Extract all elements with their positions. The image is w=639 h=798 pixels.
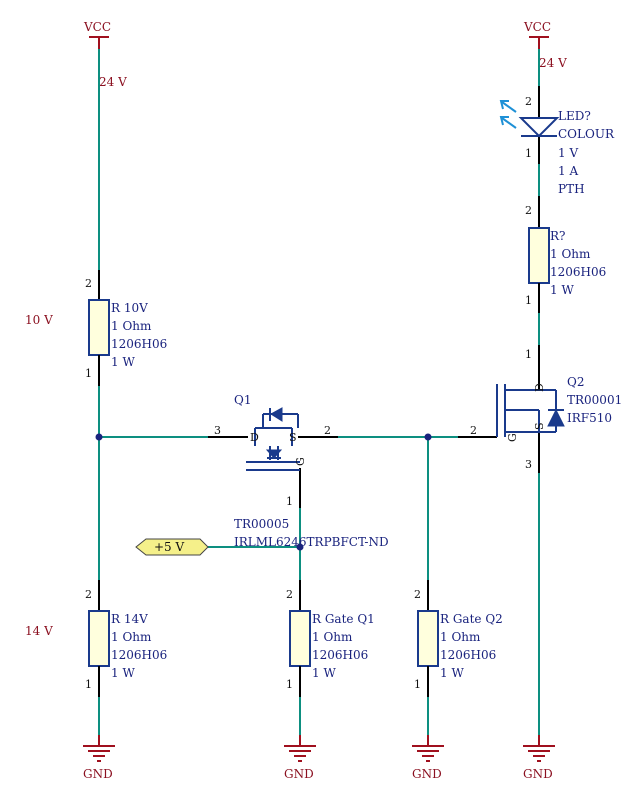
mosfet-q2[interactable]: D S G 1 2 3 Q2 TR00001 IRF510 [458, 345, 622, 473]
rq-power: 1 W [550, 283, 574, 297]
vcc-left-voltage: 24 V [99, 75, 127, 89]
resistor-r-unassigned[interactable]: 2 1 R? 1 Ohm 1206H06 1 W [525, 196, 606, 313]
q1-pin-g-label: G [294, 457, 307, 466]
q1-part-id: TR00005 [234, 517, 289, 531]
led-pin-1: 1 [525, 147, 532, 160]
r14v-pin-2: 2 [85, 588, 92, 601]
resistor-r14v[interactable]: 2 1 R 14V 1 Ohm 1206H06 1 W [85, 580, 167, 697]
vcc-right-label: VCC [523, 20, 551, 34]
q1-pin-3: 3 [214, 424, 221, 437]
rgq2-value: 1 Ohm [440, 630, 481, 644]
q2-designator: Q2 [567, 375, 584, 389]
r14v-designator: R 14V [111, 612, 148, 626]
led-designator: LED? [558, 109, 591, 123]
led-color: COLOUR [558, 127, 615, 141]
r10v-pin-2: 2 [85, 277, 92, 290]
gnd-symbol-2: GND [284, 735, 316, 781]
rgq2-power: 1 W [440, 666, 464, 680]
rgq1-designator: R Gate Q1 [312, 612, 375, 626]
gnd2-label: GND [284, 767, 314, 781]
wires [98, 49, 540, 735]
rgq1-footprint: 1206H06 [312, 648, 368, 662]
q2-pin-1: 1 [525, 348, 532, 361]
junction-gate [296, 543, 304, 551]
r14v-pin-1: 1 [85, 678, 92, 691]
rq-pin-2: 2 [525, 204, 532, 217]
rgq1-pin-1: 1 [286, 678, 293, 691]
r14v-footprint: 1206H06 [111, 648, 167, 662]
rgq2-footprint: 1206H06 [440, 648, 496, 662]
q1-pin-1: 1 [286, 495, 293, 508]
rgq2-designator: R Gate Q2 [440, 612, 503, 626]
r10v-pin-1: 1 [85, 367, 92, 380]
vcc-left-label: VCC [83, 20, 111, 34]
rgq1-value: 1 Ohm [312, 630, 353, 644]
net-port-label: +5 V [154, 540, 185, 554]
r10v-designator: R 10V [111, 301, 148, 315]
gnd-symbol-3: GND [412, 735, 444, 781]
q1-pin-s-label: S [289, 431, 297, 444]
junction-mid [424, 433, 432, 441]
junction-left [95, 433, 103, 441]
q2-pin-3: 3 [525, 458, 532, 471]
r14v-value: 1 Ohm [111, 630, 152, 644]
led-pin-2: 2 [525, 95, 532, 108]
vcc-left-symbol: VCC [83, 20, 111, 49]
rgq1-power: 1 W [312, 666, 336, 680]
rq-value: 1 Ohm [550, 247, 591, 261]
rq-pin-1: 1 [525, 294, 532, 307]
r10v-footprint: 1206H06 [111, 337, 167, 351]
resistor-r10v[interactable]: 2 1 R 10V 1 Ohm 1206H06 1 W [85, 270, 167, 386]
note-14v: 14 V [25, 624, 53, 638]
net-port-5v[interactable]: +5 V [135, 538, 209, 556]
q1-body-icon [246, 407, 300, 471]
led-mount: PTH [558, 182, 585, 196]
rgq2-pin-2: 2 [414, 588, 421, 601]
mosfet-q1[interactable]: D S G 3 2 1 Q1 TR00005 IRLML6246TRPBFCT-… [208, 393, 389, 549]
vcc-right-voltage: 24 V [539, 56, 567, 70]
q2-body-icon [496, 384, 565, 437]
r10v-power: 1 W [111, 355, 135, 369]
gnd1-label: GND [83, 767, 113, 781]
rq-designator: R? [550, 229, 565, 243]
vcc-right-symbol: VCC [523, 20, 551, 49]
r14v-power: 1 W [111, 666, 135, 680]
q2-part-number: IRF510 [567, 411, 612, 425]
resistor-r-gate-q1[interactable]: 2 1 R Gate Q1 1 Ohm 1206H06 1 W [286, 580, 375, 697]
q1-pin-d-label: D [250, 431, 259, 444]
rgq1-pin-2: 2 [286, 588, 293, 601]
q2-pin-d-label: D [533, 383, 546, 392]
led-symbol[interactable]: 2 1 LED? COLOUR 1 V 1 A PTH [499, 86, 615, 196]
resistor-r-gate-q2[interactable]: 2 1 R Gate Q2 1 Ohm 1206H06 1 W [414, 580, 503, 697]
q2-pin-s-label: S [533, 422, 546, 430]
gnd4-label: GND [523, 767, 553, 781]
gnd-symbol-1: GND [83, 735, 115, 781]
r10v-value: 1 Ohm [111, 319, 152, 333]
q1-pin-2: 2 [324, 424, 331, 437]
q2-part-id: TR00001 [567, 393, 622, 407]
rq-footprint: 1206H06 [550, 265, 606, 279]
led-light-arrows-icon [499, 100, 517, 129]
rgq2-pin-1: 1 [414, 678, 421, 691]
q2-pin-g-label: G [506, 433, 519, 442]
led-voltage: 1 V [558, 146, 578, 160]
q1-designator: Q1 [234, 393, 251, 407]
q1-part-number: IRLML6246TRPBFCT-ND [234, 535, 389, 549]
gnd-symbol-4: GND [523, 735, 555, 781]
q2-pin-2: 2 [470, 424, 477, 437]
gnd3-label: GND [412, 767, 442, 781]
note-10v: 10 V [25, 313, 53, 327]
led-current: 1 A [558, 164, 578, 178]
